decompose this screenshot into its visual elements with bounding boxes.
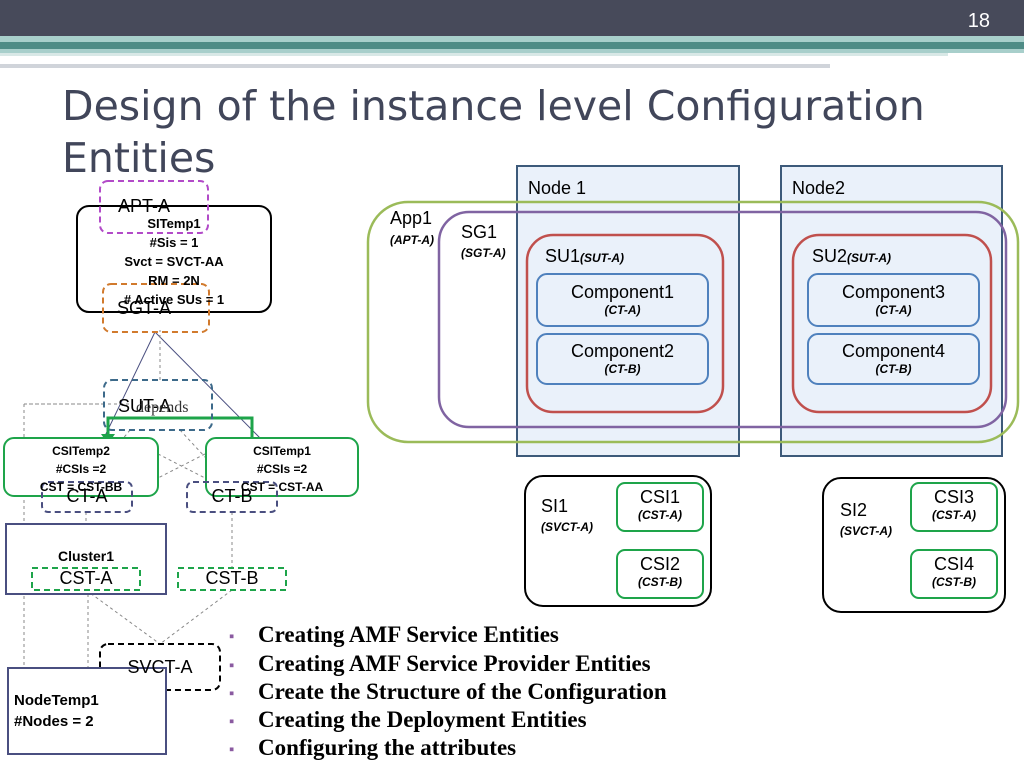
- bullet-marker-1: ▪: [229, 628, 235, 645]
- si2-type: (SVCT-A): [840, 524, 892, 538]
- csi4-type: (CST-B): [932, 575, 976, 589]
- slide-number: 18: [967, 10, 990, 32]
- csi4-name: CSI4: [933, 554, 975, 574]
- csi-temp2-box: CSITemp2 #CSIs =2 CST = CST-BB: [4, 442, 158, 496]
- csi3-name: CSI3: [933, 487, 975, 507]
- component3-name: Component3: [841, 282, 946, 302]
- ct-b-label: CT-B: [211, 486, 253, 506]
- app-type-value: APT-A: [394, 233, 430, 247]
- csi-temp1-line-3: CST = CST-AA: [240, 480, 324, 494]
- title-line-1: Design of the instance level Configurati…: [62, 82, 925, 130]
- si-temp-line-4: RM = 2N: [148, 273, 200, 288]
- bullet-4: Creating the Deployment Entities: [258, 707, 587, 732]
- bullet-1: Creating AMF Service Entities: [258, 622, 559, 647]
- apt-label: APT-A: [118, 196, 171, 216]
- cluster-label: Cluster1: [57, 548, 115, 564]
- depends-label: depends: [136, 399, 189, 416]
- component2: Component2 (CT-B): [537, 341, 708, 377]
- component2-name: Component2: [570, 341, 675, 361]
- node-temp-line-1: NodeTemp1: [14, 692, 99, 709]
- su2-type: SUT-A: [851, 251, 888, 265]
- su1-name: SU1: [545, 246, 581, 266]
- csi-temp1-box: CSITemp1 #CSIs =2 CST = CST-AA: [206, 442, 358, 496]
- si-temp-line-5: # Active SUs = 1: [123, 292, 225, 307]
- node1-label: Node 1: [528, 178, 587, 198]
- node-temp-box: NodeTemp1 #Nodes = 2: [14, 690, 99, 732]
- sg-label: SG1: [461, 222, 498, 242]
- bullet-marker-3: ▪: [229, 685, 235, 702]
- component3-type: (CT-A): [875, 303, 912, 317]
- csi-temp1-line-2: #CSIs =2: [256, 462, 308, 476]
- component2-type: (CT-B): [604, 362, 641, 376]
- svct-label: SVCT-A: [127, 657, 193, 677]
- csi1-name: CSI1: [639, 487, 681, 507]
- top-bar: [0, 0, 1024, 36]
- bullet-marker-2: ▪: [229, 657, 235, 674]
- app-type-label: (APT-A): [390, 233, 434, 247]
- su1-type: SUT-A: [584, 251, 621, 265]
- sg-type-label: (SGT-A): [461, 246, 506, 260]
- sg-type-value: SGT-A: [465, 246, 502, 260]
- csi-temp2-line-3: CST = CST-BB: [39, 480, 123, 494]
- csi4: CSI4 (CST-B): [911, 554, 997, 590]
- node2-label: Node2: [792, 178, 846, 198]
- si-temp-line-1: SITemp1: [147, 216, 201, 231]
- component4-type: (CT-B): [875, 362, 912, 376]
- si1-label: SI1: [541, 496, 569, 516]
- su2-name: SU2: [812, 246, 848, 266]
- csi-temp2-line-1: CSITemp2: [52, 444, 110, 458]
- bullet-2: Creating AMF Service Provider Entities: [258, 651, 651, 676]
- slide-title: Design of the instance level Configurati…: [62, 80, 962, 184]
- sut-label: SUT-A: [118, 396, 172, 416]
- csi1-type: (CST-A): [638, 508, 682, 522]
- cst-a-label: CST-A: [59, 568, 113, 588]
- component1-name: Component1: [570, 282, 675, 302]
- cst-b-label: CST-B: [205, 568, 259, 588]
- csi2: CSI2 (CST-B): [617, 554, 703, 590]
- title-line-2: Entities: [62, 134, 216, 182]
- ct-a-label: CT-A: [66, 486, 108, 506]
- si1-type: (SVCT-A): [541, 520, 593, 534]
- bullet-5: Configuring the attributes: [258, 735, 517, 760]
- sgt-label: SGT-A: [117, 298, 172, 318]
- csi3: CSI3 (CST-A): [911, 487, 997, 523]
- app-label: App1: [390, 208, 433, 228]
- csi2-type: (CST-B): [638, 575, 682, 589]
- csi1: CSI1 (CST-A): [617, 487, 703, 523]
- su2-label: SU2(SUT-A): [812, 246, 892, 266]
- si-temp-box: SITemp1 #Sis = 1 Svct = SVCT-AA RM = 2N …: [77, 214, 271, 309]
- si-temp-line-3: Svct = SVCT-AA: [124, 254, 224, 269]
- su1-label: SU1(SUT-A): [545, 246, 625, 266]
- sgt-to-csitemp2-line: [103, 331, 156, 439]
- bullet-3: Create the Structure of the Configuratio…: [258, 679, 667, 704]
- component4-name: Component4: [841, 341, 946, 361]
- component1: Component1 (CT-A): [537, 282, 708, 318]
- sgt-to-csitemp1-line: [154, 331, 261, 439]
- csi-temp1-line-1: CSITemp1: [253, 444, 311, 458]
- csi3-type: (CST-A): [932, 508, 976, 522]
- bullet-marker-5: ▪: [229, 741, 235, 758]
- csi-temp2-line-2: #CSIs =2: [55, 462, 107, 476]
- component4: Component4 (CT-B): [808, 341, 979, 377]
- component1-type: (CT-A): [604, 303, 641, 317]
- component3: Component3 (CT-A): [808, 282, 979, 318]
- node-temp-line-2: #Nodes = 2: [14, 713, 94, 730]
- bullet-marker-4: ▪: [229, 713, 235, 730]
- csi2-name: CSI2: [639, 554, 681, 574]
- si2-label: SI2: [840, 500, 868, 520]
- si-temp-line-2: #Sis = 1: [149, 235, 199, 250]
